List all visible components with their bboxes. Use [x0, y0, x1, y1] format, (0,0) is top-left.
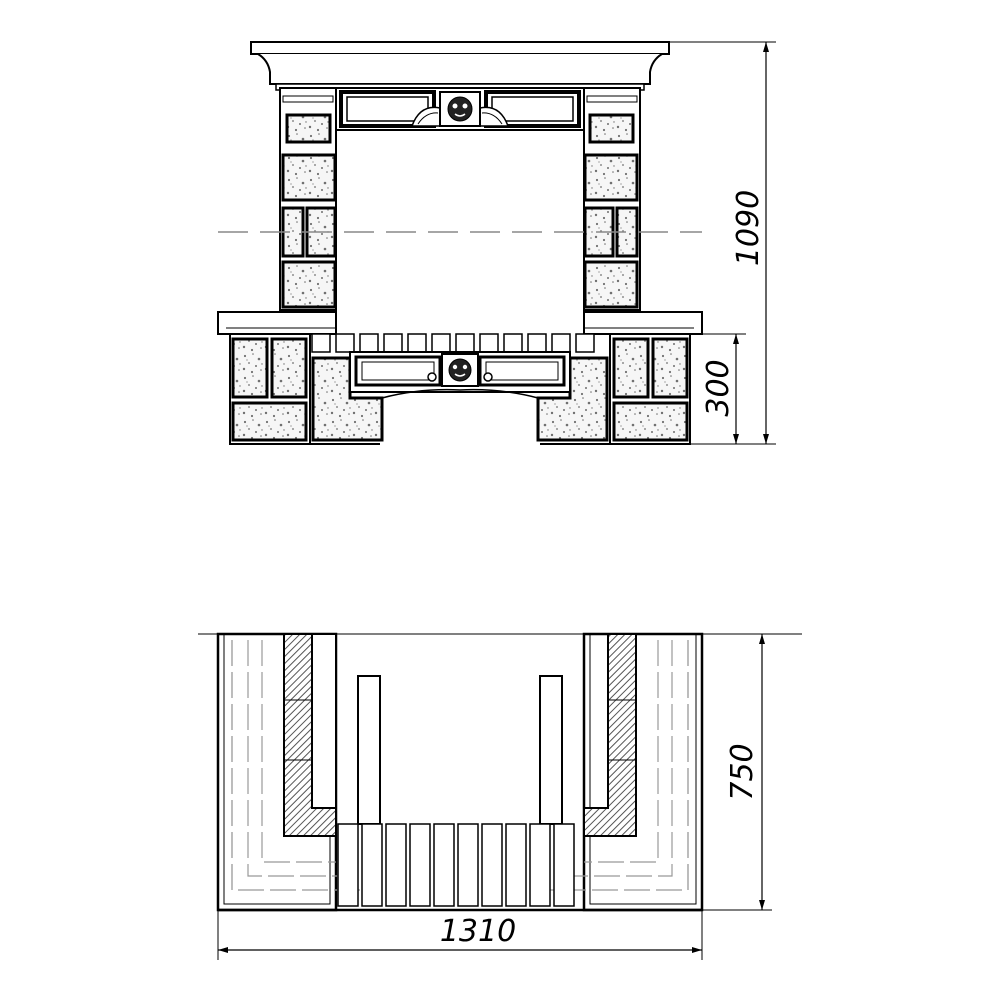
mantel-shelf [250, 41, 670, 91]
base-right [536, 333, 691, 445]
grate-slat [455, 333, 475, 353]
lion-head-ornament-top [447, 96, 473, 122]
plan-slat [337, 823, 359, 907]
plan-slat [529, 823, 551, 907]
hearth-slab [217, 311, 703, 335]
base-left [229, 333, 384, 445]
lion-head-ornament-base [448, 358, 472, 382]
label-width: 1310 [440, 914, 516, 949]
grate-slat [311, 333, 331, 353]
grate-slat [407, 333, 427, 353]
plan-slats [337, 823, 575, 907]
dimension-total-height [670, 41, 776, 445]
grate-slat [479, 333, 499, 353]
grate-slat [335, 333, 355, 353]
plan-slat [433, 823, 455, 907]
frieze-panel [335, 87, 585, 131]
dimension-depth [702, 634, 772, 911]
grate-slat [383, 333, 403, 353]
plan-slat [457, 823, 479, 907]
grate-slat [359, 333, 379, 353]
label-base-height: 300 [701, 359, 736, 416]
dimension-width [217, 910, 703, 960]
grate-slat [551, 333, 571, 353]
grate-slat [575, 333, 595, 353]
plan-right-wing [538, 632, 704, 912]
grate-slat [431, 333, 451, 353]
right-column [583, 87, 641, 311]
plan-slat [361, 823, 383, 907]
label-depth: 750 [725, 743, 760, 800]
plan-view [198, 632, 802, 912]
front-elevation [217, 41, 703, 445]
plan-left-wing [216, 632, 382, 912]
plan-slat [505, 823, 527, 907]
grate-slats [311, 333, 595, 353]
plan-slat [481, 823, 503, 907]
label-total-height: 1090 [731, 190, 766, 266]
plan-slat [385, 823, 407, 907]
left-column [279, 87, 337, 311]
plan-slat [409, 823, 431, 907]
grate-slat [503, 333, 523, 353]
grate-slat [527, 333, 547, 353]
plan-slat [553, 823, 575, 907]
dimension-base-height [690, 333, 746, 444]
